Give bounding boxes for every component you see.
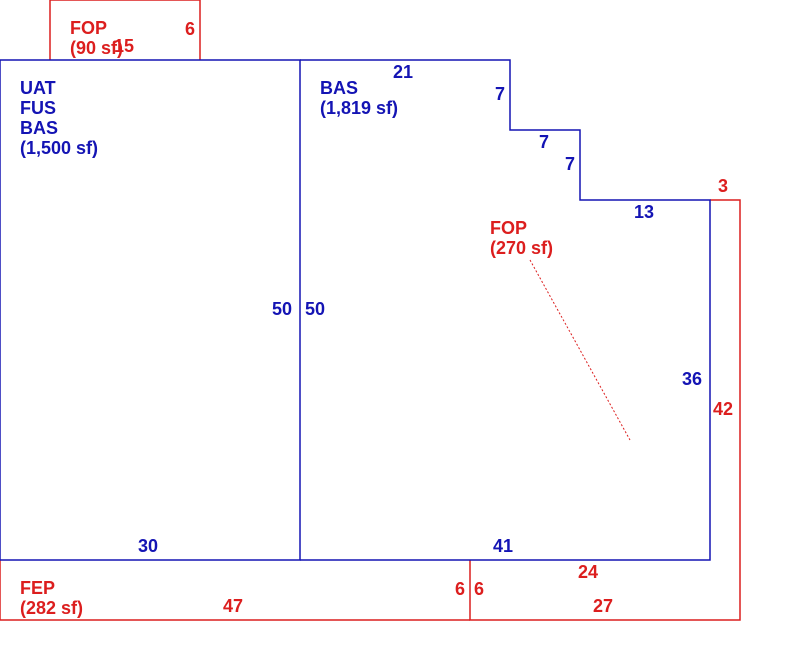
main-left-code-fus: FUS xyxy=(20,98,56,118)
bas-right-code: BAS xyxy=(320,78,358,98)
fep-bottom-code: FEP xyxy=(20,578,55,598)
left-bottom-dim-30: 30 xyxy=(138,536,158,556)
fep-bottom-area: (282 sf) xyxy=(20,598,83,618)
fop-right-area: (270 sf) xyxy=(490,238,553,258)
step-dim-7c: 7 xyxy=(565,154,575,174)
fep-bottom-outline xyxy=(0,560,470,621)
fep-dim-47: 47 xyxy=(223,596,243,616)
fep-dim-6-right: 6 xyxy=(474,579,484,599)
bas-top-dim-21: 21 xyxy=(393,62,413,82)
main-left-outline xyxy=(0,59,301,561)
step-dim-7a: 7 xyxy=(495,84,505,104)
main-left-area: (1,500 sf) xyxy=(20,138,98,158)
right-wall-dim-50: 50 xyxy=(305,299,325,319)
left-wall-dim-50: 50 xyxy=(272,299,292,319)
fop-top-code: FOP xyxy=(70,18,107,38)
fop-top-area: (90 sf) xyxy=(70,38,123,58)
fop-dim-27: 27 xyxy=(593,596,613,616)
fop-dim-3: 3 xyxy=(718,176,728,196)
step-dim-7b: 7 xyxy=(539,132,549,152)
fop-right-outline xyxy=(469,199,741,621)
main-left-code-bas: BAS xyxy=(20,118,58,138)
fep-dim-6-left: 6 xyxy=(455,579,465,599)
fop-pointer-line xyxy=(529,259,631,441)
main-left-code-uat: UAT xyxy=(20,78,56,98)
bas-dim-36: 36 xyxy=(682,369,702,389)
fop-right-code: FOP xyxy=(490,218,527,238)
fop-top-dim-6: 6 xyxy=(185,19,195,39)
bas-right-area: (1,819 sf) xyxy=(320,98,398,118)
bas-bottom-dim-41: 41 xyxy=(493,536,513,556)
fop-top-dim-15: 15 xyxy=(114,36,134,56)
fop-dim-42: 42 xyxy=(713,399,733,419)
bas-dim-13: 13 xyxy=(634,202,654,222)
bas-right-outline xyxy=(300,59,711,561)
fop-top-outline xyxy=(49,0,201,60)
fop-bottom-dim-24: 24 xyxy=(578,562,598,582)
